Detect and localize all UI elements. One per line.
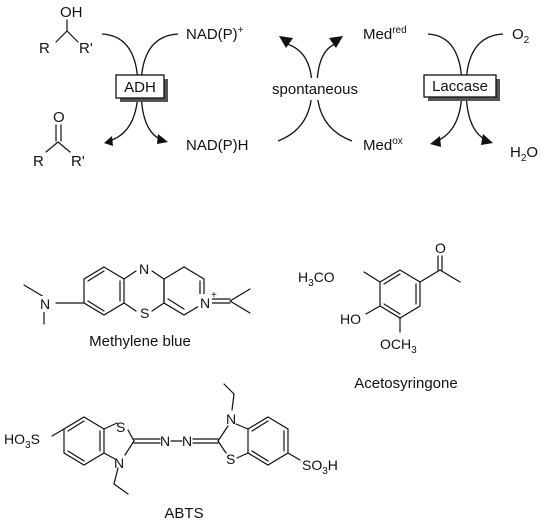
mb-n-left-backdrop bbox=[38, 296, 52, 312]
catalytic-cycle: OH R R' O R R' ADH NAD(P)+ NAD(P)H bbox=[33, 4, 538, 170]
abts-right-ring-double-1 bbox=[251, 420, 269, 432]
laccase-label: Laccase bbox=[432, 78, 488, 95]
abts-azo-n2-label: N bbox=[182, 433, 192, 449]
abts-left-so3h-bond bbox=[51, 428, 65, 437]
adh-right-arrowhead bbox=[157, 134, 168, 144]
as-keto-o-label: O bbox=[435, 240, 446, 256]
adh-left-arrowhead bbox=[104, 136, 113, 146]
laccase-right-arrowhead bbox=[481, 134, 493, 145]
mb-n-top-label: N bbox=[139, 261, 149, 277]
mb-bond-s-c bbox=[151, 302, 165, 312]
nadp-oxidized-label: NAD(P)+ bbox=[186, 25, 244, 43]
abts-right-ethyl-1 bbox=[231, 393, 235, 411]
abts-left-ring-double-3 bbox=[67, 450, 85, 462]
abts-left-ring-double-1 bbox=[67, 420, 85, 432]
ketone-rprime-bond bbox=[57, 141, 71, 153]
mb-bond-c-s bbox=[123, 302, 137, 312]
med-reduced-label: Medred bbox=[363, 25, 407, 43]
adh-box bbox=[115, 74, 165, 99]
nadph-label: NAD(P)H bbox=[186, 137, 249, 154]
abts-right-ethyl-2 bbox=[223, 383, 235, 395]
abts-left-s-label: S bbox=[116, 419, 125, 435]
ketone-o-label: O bbox=[53, 109, 65, 126]
abts-right-s-c bbox=[236, 452, 249, 459]
mb-positive-charge: + bbox=[211, 290, 217, 301]
abts-right-ring-double-3 bbox=[251, 450, 269, 462]
abts-azo-n1-label: N bbox=[160, 433, 170, 449]
abts-left-ethyl-2 bbox=[113, 483, 129, 495]
abts-right-so3h-label: SO3H bbox=[302, 457, 338, 477]
methylene-blue-structure: N S N N + Methylene blue bbox=[23, 261, 251, 350]
as-ring-double-1 bbox=[383, 273, 401, 285]
acetosyringone-structure: O H3CO HO OCH3 Acetosyringone bbox=[298, 240, 461, 392]
mb-n-left-label: N bbox=[40, 296, 50, 312]
ketone-product: O R R' bbox=[33, 109, 85, 170]
abts-right-n-label: N bbox=[226, 411, 236, 427]
abts-left-s-c bbox=[127, 429, 135, 442]
as-methoxy-top-label: H3CO bbox=[298, 269, 335, 289]
adh-label: ADH bbox=[124, 79, 156, 96]
oxygen-label: O2 bbox=[512, 26, 530, 46]
mb-iminium-methyl-1 bbox=[229, 288, 251, 302]
as-acetyl-bond bbox=[419, 269, 441, 283]
as-oh-bond bbox=[365, 305, 381, 315]
spontaneous-right-arrowhead bbox=[329, 36, 343, 48]
abts-right-s-label: S bbox=[226, 451, 235, 467]
mb-methyl-1 bbox=[23, 284, 45, 298]
spontaneous-label: spontaneous bbox=[272, 81, 358, 98]
alcohol-r-bond bbox=[55, 30, 68, 43]
mb-bond-c-n bbox=[123, 270, 137, 280]
mb-iminium-methyl-2 bbox=[229, 300, 251, 314]
mb-n-right-backdrop bbox=[198, 294, 212, 310]
ketone-r-label: R bbox=[33, 153, 44, 170]
ketone-rprime-label: R' bbox=[71, 153, 85, 170]
mb-left-ring bbox=[83, 266, 125, 316]
as-ring-double-3 bbox=[383, 303, 401, 315]
abts-structure: S N N N N S HO3S SO3H ABTS bbox=[4, 383, 338, 522]
laccase-box bbox=[423, 74, 497, 98]
abts-right-c-n bbox=[217, 425, 229, 442]
spontaneous-label-backdrop bbox=[266, 78, 366, 100]
as-methoxy-bottom-label: OCH3 bbox=[380, 336, 417, 356]
abts-name: ABTS bbox=[164, 505, 203, 522]
mb-s-label: S bbox=[140, 305, 149, 321]
alcohol-substrate: OH R R' bbox=[39, 4, 93, 57]
abts-left-c-s bbox=[103, 422, 118, 430]
ketone-r-bond bbox=[45, 141, 59, 153]
as-ome-top-bond bbox=[363, 271, 381, 283]
abts-right-n-c bbox=[235, 423, 249, 430]
abts-right-ring bbox=[247, 416, 289, 466]
spontaneous-left-arrowhead bbox=[279, 36, 293, 48]
med-oxidized-label: Medox bbox=[363, 136, 403, 154]
abts-left-c-n bbox=[103, 452, 116, 460]
alcohol-oh-label: OH bbox=[60, 4, 83, 21]
laccase-left-arrowhead bbox=[430, 136, 441, 147]
abts-left-ring bbox=[63, 416, 105, 466]
as-acetyl-methyl bbox=[439, 269, 461, 283]
abts-left-ethyl-1 bbox=[113, 467, 119, 485]
mb-left-ring-double-1 bbox=[87, 270, 105, 282]
methylene-blue-name: Methylene blue bbox=[89, 333, 191, 350]
as-hydroxyl-label: HO bbox=[340, 311, 361, 327]
mb-bond-n-c bbox=[151, 270, 165, 280]
alcohol-rprime-label: R' bbox=[79, 40, 93, 57]
abts-right-c-s bbox=[217, 440, 227, 454]
alcohol-r-label: R bbox=[39, 40, 50, 57]
mb-n-right-label: N bbox=[200, 295, 210, 311]
as-ring bbox=[379, 269, 421, 319]
abts-left-n-c bbox=[124, 440, 135, 456]
mb-s-backdrop bbox=[138, 305, 150, 321]
water-label: H2O bbox=[510, 144, 538, 164]
mb-right-ring-double-1 bbox=[167, 298, 185, 310]
alcohol-rprime-bond bbox=[66, 30, 79, 43]
acetosyringone-name: Acetosyringone bbox=[354, 375, 457, 392]
abts-right-so3h-bond bbox=[287, 452, 301, 461]
mb-n-top-backdrop bbox=[137, 261, 151, 277]
mb-left-ring-double-2 bbox=[87, 300, 105, 312]
abts-left-n-label: N bbox=[114, 455, 124, 471]
abts-left-so3h-label: HO3S bbox=[4, 431, 40, 451]
